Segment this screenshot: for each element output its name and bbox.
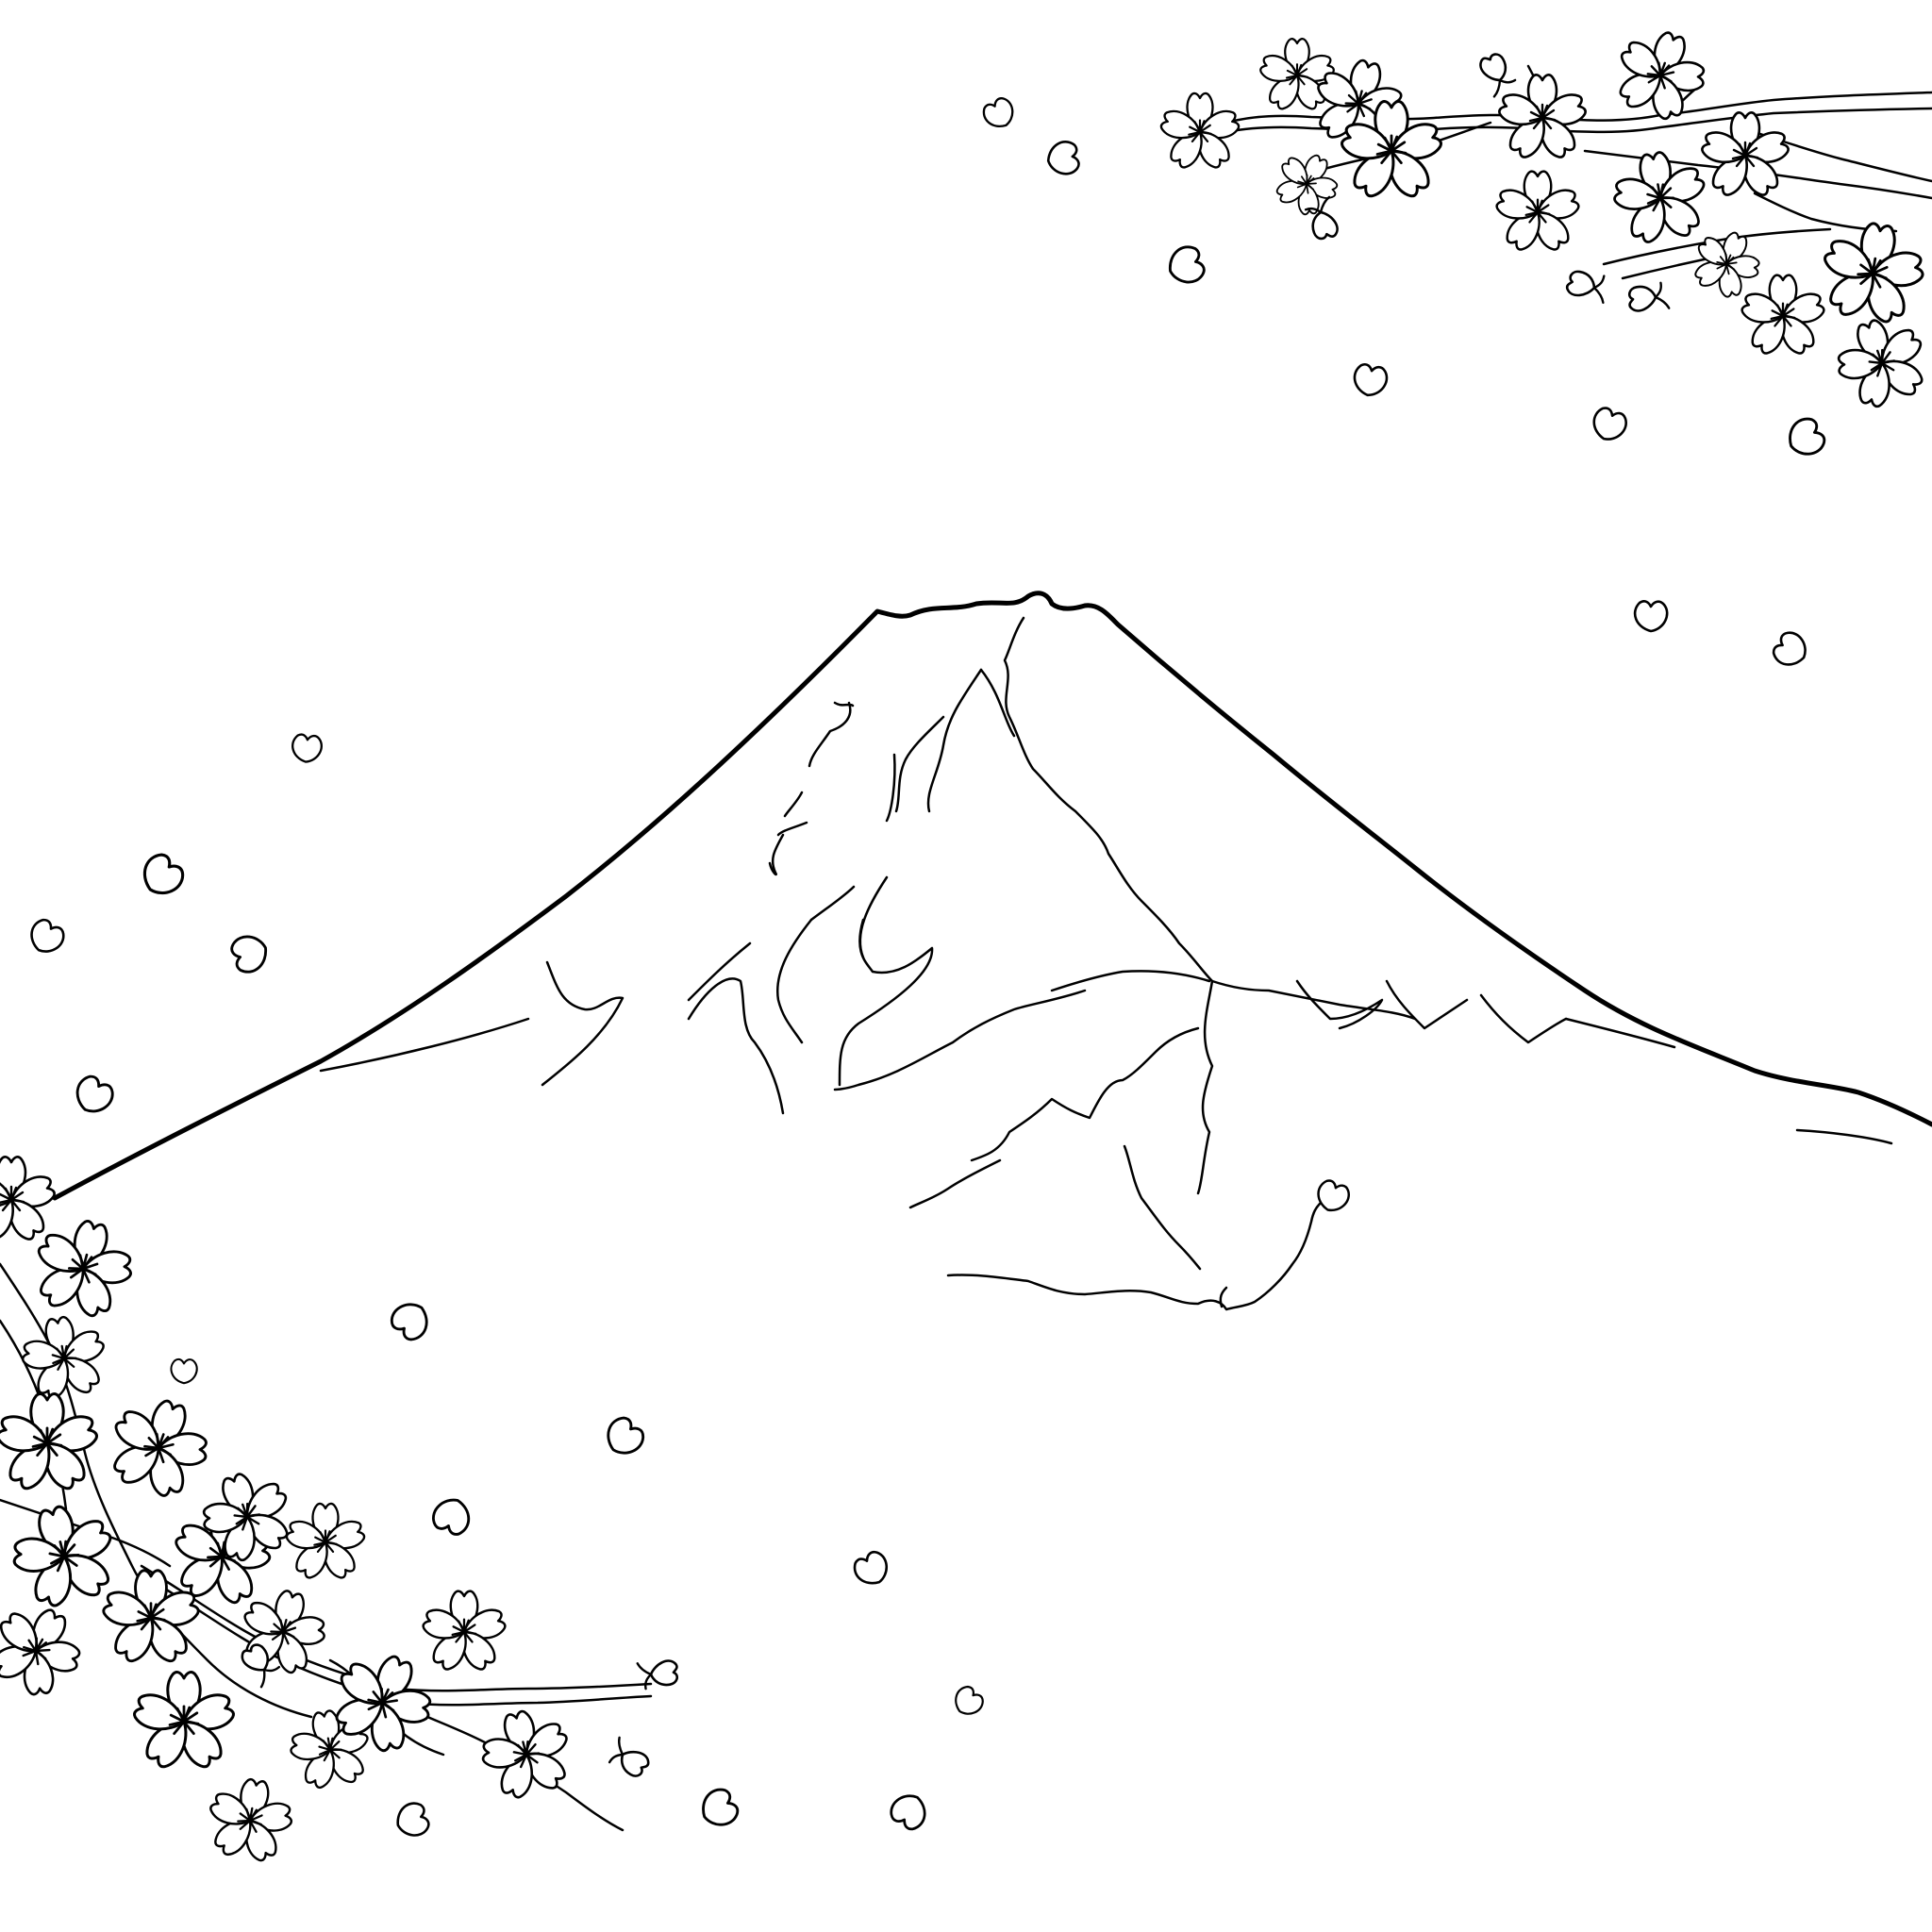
falling-petal [134,848,190,904]
snow-patch [808,701,855,768]
cherry-blossom [283,1502,368,1583]
falling-petal [1350,361,1391,400]
falling-petal [885,1787,934,1835]
flower-bud [1625,280,1671,317]
falling-petal [948,1682,988,1722]
flower-bud [1474,48,1519,98]
falling-petal [598,1411,650,1463]
mountain [52,591,1932,1311]
falling-petal [1162,242,1209,290]
flower-bud [605,1736,655,1781]
mountain-ridge [833,989,1087,1091]
cherry-blossom [1739,274,1827,358]
mountain-outline [52,591,1932,1201]
falling-petal [693,1783,743,1834]
cherry-blossom [1158,92,1242,173]
falling-petal [226,929,274,977]
falling-petal [290,732,324,765]
falling-petal [1043,139,1082,178]
falling-petal [1633,600,1669,633]
falling-petal [428,1492,476,1540]
snow-patch [776,791,808,837]
cherry-blossom-branch [0,1156,681,1870]
cherry-blossom [1493,170,1582,255]
falling-petal [68,1071,119,1121]
mountain-ridge [979,668,1016,738]
falling-petal [978,93,1020,134]
snow-patch [1564,1017,1676,1049]
cherry-blossom [93,1385,224,1511]
cherry-blossom [0,1590,98,1712]
mountain-ridge [970,1026,1200,1162]
cherry-blossom [0,1391,101,1495]
mountain-ridge [809,885,856,922]
mountain-ridge [1196,979,1214,1195]
snow-patch [768,833,785,876]
mountain-ridge [319,1017,530,1073]
cherry-blossom [1604,143,1717,253]
falling-petal [391,1798,433,1842]
mountain-ridge [1210,979,1417,1021]
falling-petal [1312,1176,1354,1217]
falling-petal [24,914,70,960]
falling-petal [1768,626,1814,673]
falling-petal [1588,404,1631,446]
cherry-blossom [1823,306,1932,421]
cherry-blossom [0,1156,58,1245]
mountain-ridge [885,753,896,823]
mountain-ridge [775,918,813,1044]
cherry-blossom [130,1670,238,1774]
flower-bud [1564,268,1609,305]
snow-patch [1219,1286,1228,1308]
cherry-blossom [420,1590,508,1674]
mountain-ridge [908,1158,1002,1209]
cherry-blossom [1810,214,1932,333]
mountain-ridge [687,977,785,1115]
mountain-ridge [858,875,889,959]
cherry-blossom [1262,141,1351,227]
falling-petal [170,1357,198,1385]
cherry-blossom [1698,111,1792,201]
mountain-ridge [687,941,752,1002]
snow-patch [1479,993,1568,1044]
mountain-ridge [1123,1144,1202,1271]
mountain-ridge [1795,1128,1893,1145]
falling-petal [849,1546,895,1591]
mountain-ridge [1050,970,1211,992]
falling-petal [385,1294,437,1346]
cherry-blossom [1257,38,1337,113]
mountain-ridge [838,918,934,1087]
mountain-base-line [946,1201,1323,1311]
snow-patch [1295,979,1384,1030]
mountain-ridge [1003,616,1214,983]
snow-patch [1385,979,1469,1030]
cherry-blossom [199,1772,301,1870]
cherry-blossom [1495,74,1590,163]
falling-petal [1780,412,1830,463]
cherry-blossom-branch [1158,18,1932,421]
mountain-ridge [541,960,625,1087]
mountain-ridge [926,668,983,813]
mountain-ridge [894,715,945,813]
cherry-blossom [1601,18,1720,133]
cherry-blossom [13,1309,115,1407]
